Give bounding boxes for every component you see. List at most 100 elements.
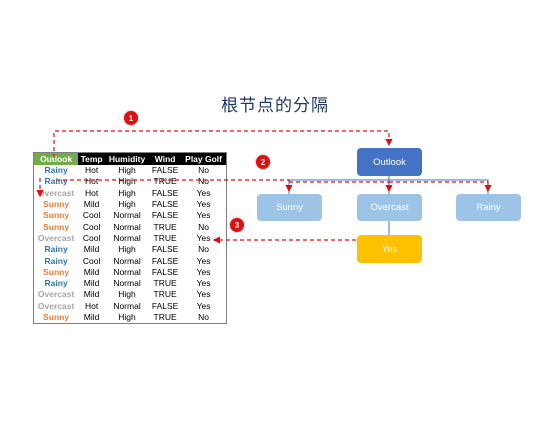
cell-play-golf: No	[198, 244, 210, 255]
arrow-2-overcast	[289, 181, 393, 193]
cell-outlook: Overcast	[37, 232, 75, 243]
cell-humidity: High	[118, 187, 136, 198]
cell-humidity: Normal	[113, 221, 141, 232]
cell-wind: FALSE	[151, 199, 179, 210]
cell-temp: Hot	[84, 300, 99, 311]
cell-humidity: High	[118, 176, 136, 187]
cell-outlook: Overcast	[37, 187, 75, 198]
step-badge-2: 2	[256, 155, 270, 169]
cell-wind: TRUE	[153, 289, 177, 300]
table-row: Sunny Cool Normal TRUE No	[34, 221, 227, 232]
cell-temp: Cool	[82, 255, 101, 266]
cell-play-golf: Yes	[196, 232, 211, 243]
cell-play-golf: Yes	[196, 255, 211, 266]
header-play-golf: Play Golf	[181, 152, 227, 165]
cell-wind: TRUE	[153, 232, 177, 243]
cell-wind: TRUE	[153, 312, 177, 322]
cell-wind: FALSE	[151, 165, 179, 176]
cell-temp: Cool	[82, 210, 101, 221]
table-row: Rainy Mild High FALSE No	[34, 244, 227, 255]
cell-humidity: Normal	[113, 210, 141, 221]
header-outlook: Outlook	[33, 152, 79, 165]
cell-play-golf: Yes	[196, 266, 211, 277]
table-row: Rainy Cool Normal FALSE Yes	[34, 255, 227, 266]
cell-wind: FALSE	[151, 210, 179, 221]
cell-humidity: Normal	[113, 266, 141, 277]
node-branch-sunny: Sunny	[257, 194, 322, 221]
table-row: Sunny Mild High FALSE Yes	[34, 199, 227, 210]
node-leaf-yes: Yes	[357, 235, 422, 263]
cell-humidity: High	[118, 165, 136, 176]
edge-root-sunny	[288, 176, 390, 194]
arrow-2-sunny	[56, 179, 293, 193]
cell-humidity: High	[118, 199, 136, 210]
header-temp: Temp	[78, 152, 105, 165]
cell-play-golf: Yes	[196, 199, 211, 210]
node-branch-rainy: Rainy	[456, 194, 521, 221]
cell-outlook: Sunny	[43, 312, 70, 322]
cell-play-golf: Yes	[196, 278, 211, 289]
cell-humidity: High	[118, 312, 136, 322]
cell-temp: Cool	[82, 221, 101, 232]
cell-temp: Hot	[84, 165, 99, 176]
step-arrows	[36, 130, 492, 244]
cell-wind: TRUE	[153, 221, 177, 232]
cell-wind: FALSE	[151, 187, 179, 198]
table-row: Rainy Hot High TRUE No	[34, 176, 227, 187]
cell-play-golf: No	[198, 221, 210, 232]
page-title: 根节点的分隔	[221, 96, 329, 116]
cell-humidity: High	[118, 244, 136, 255]
cell-outlook: Sunny	[43, 199, 70, 210]
cell-wind: FALSE	[151, 244, 179, 255]
cell-temp: Mild	[83, 312, 100, 322]
arrow-2-rainy	[389, 181, 492, 193]
cell-play-golf: No	[198, 312, 210, 322]
cell-temp: Hot	[84, 187, 99, 198]
cell-wind: TRUE	[153, 278, 177, 289]
header-wind: Wind	[149, 152, 182, 165]
cell-outlook: Rainy	[44, 244, 68, 255]
table-row: Overcast Hot High FALSE Yes	[34, 188, 227, 199]
cell-temp: Mild	[83, 278, 100, 289]
cell-play-golf: Yes	[196, 187, 211, 198]
cell-outlook: Overcast	[37, 300, 75, 311]
header-humidity: Humidity	[104, 152, 150, 165]
cell-play-golf: No	[198, 176, 210, 187]
cell-temp: Cool	[82, 232, 101, 243]
cell-play-golf: Yes	[196, 289, 211, 300]
cell-temp: Mild	[83, 244, 100, 255]
table-row: Sunny Mild High TRUE No	[34, 312, 227, 324]
cell-temp: Mild	[83, 199, 100, 210]
node-branch-overcast: Overcast	[357, 194, 422, 221]
table-header-row: Outlook Temp Humidity Wind Play Golf	[33, 152, 227, 165]
step-badge-3: 3	[230, 218, 244, 232]
cell-wind: FALSE	[151, 300, 179, 311]
golf-data-table: Outlook Temp Humidity Wind Play Golf Rai…	[33, 152, 227, 325]
cell-humidity: Normal	[113, 300, 141, 311]
cell-play-golf: Yes	[196, 210, 211, 221]
cell-wind: FALSE	[151, 255, 179, 266]
cell-outlook: Sunny	[43, 221, 70, 232]
arrow-1	[53, 130, 393, 158]
table-row: Sunny Cool Normal FALSE Yes	[34, 210, 227, 221]
cell-outlook: Rainy	[44, 176, 68, 187]
node-root-outlook: Outlook	[357, 148, 422, 176]
cell-outlook: Sunny	[43, 210, 70, 221]
cell-wind: TRUE	[153, 176, 177, 187]
cell-temp: Mild	[83, 266, 100, 277]
cell-humidity: Normal	[113, 255, 141, 266]
cell-humidity: High	[118, 289, 136, 300]
cell-outlook: Rainy	[44, 255, 68, 266]
step-badge-1: 1	[124, 111, 138, 125]
cell-outlook: Rainy	[44, 278, 68, 289]
cell-temp: Mild	[83, 289, 100, 300]
cell-temp: Hot	[84, 176, 99, 187]
